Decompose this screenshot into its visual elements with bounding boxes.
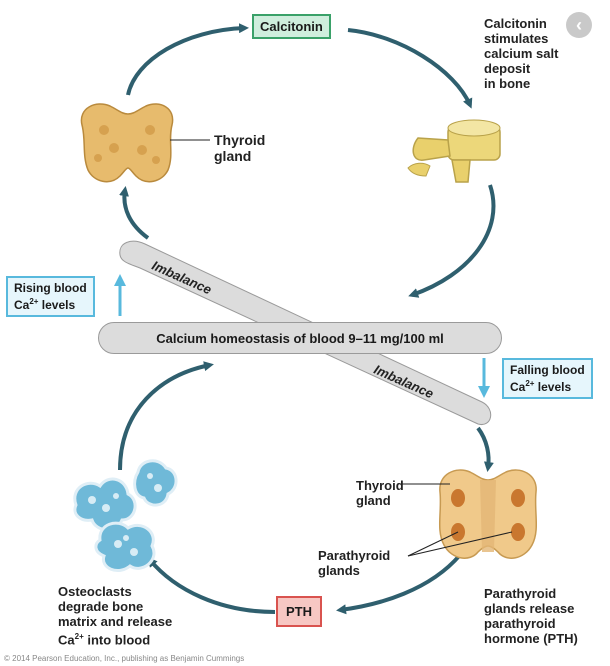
- arrow-parathyroid-to-pth: [336, 553, 462, 615]
- osteoclasts-line-4: Ca2+ into blood: [58, 632, 151, 648]
- falling-line-1: Falling blood: [510, 363, 585, 377]
- parathyroid-label: Parathyroid glands: [318, 548, 390, 578]
- back-button[interactable]: ‹: [566, 12, 592, 38]
- homeostasis-label: Calcium homeostasis of blood 9–11 mg/100…: [156, 330, 444, 346]
- parathyroid-leader-2: [407, 531, 513, 557]
- release-line-2: glands release: [484, 601, 575, 616]
- rising-line-2: Ca2+ levels: [14, 297, 76, 312]
- calcitonin-label: Calcitonin: [260, 19, 323, 34]
- calcitonin-box: Calcitonin: [252, 14, 331, 39]
- osteoclasts-line-1: Osteoclasts: [58, 584, 132, 599]
- arrow-thyroid-to-calcitonin: [126, 23, 249, 96]
- arrow-bone-to-homeostasis: [408, 184, 496, 298]
- calcitonin-action-line-2: stimulates: [484, 31, 549, 46]
- release-line-4: hormone (PTH): [484, 631, 578, 646]
- copyright-credit: © 2014 Pearson Education, Inc., publishi…: [4, 654, 245, 663]
- calcitonin-action-line-5: in bone: [484, 76, 531, 91]
- arrow-imbalance-to-parathyroid: [476, 426, 494, 472]
- pth-label: PTH: [286, 604, 312, 619]
- release-line-1: Parathyroid: [484, 586, 557, 601]
- arrow-calcitonin-to-bone: [347, 28, 473, 109]
- falling-line-2: Ca2+ levels: [510, 379, 572, 394]
- rising-line-1: Rising blood: [14, 281, 87, 295]
- osteoclasts-text: Osteoclasts degrade bone matrix and rele…: [58, 584, 172, 647]
- calcitonin-action-line-1: Calcitonin: [484, 16, 547, 31]
- bone-icon: [407, 119, 501, 183]
- thyroid-top-line-1: Thyroid: [214, 132, 266, 148]
- parathyroid-gland-icon: [438, 469, 538, 559]
- chevron-left-icon: ‹: [576, 15, 582, 35]
- homeostasis-bar: Calcium homeostasis of blood 9–11 mg/100…: [98, 322, 502, 354]
- falling-blood-box: Falling blood Ca2+ levels: [502, 358, 593, 399]
- thyroid-top-label: Thyroid gland: [214, 132, 265, 164]
- calcitonin-action-text: Calcitonin stimulates calcium salt depos…: [484, 16, 558, 91]
- parathyroid-release-text: Parathyroid glands release parathyroid h…: [484, 586, 578, 646]
- release-line-3: parathyroid: [484, 616, 556, 631]
- arrow-imbalance-to-thyroid: [119, 186, 150, 240]
- osteoclasts-line-2: degrade bone: [58, 599, 144, 614]
- thyroid-bottom-line-1: Thyroid: [356, 478, 404, 493]
- thyroid-bottom-line-2: gland: [356, 493, 391, 508]
- pth-box: PTH: [276, 596, 322, 627]
- thyroid-top-line-2: gland: [214, 148, 252, 164]
- osteoclast-cells-icon: [73, 459, 178, 572]
- arrow-pth-to-osteoclasts: [147, 556, 276, 614]
- osteoclasts-line-3: matrix and release: [58, 614, 173, 629]
- thyroid-bottom-label: Thyroid gland: [356, 478, 404, 508]
- arrow-osteoclasts-to-homeostasis: [118, 361, 214, 471]
- parathyroid-line-1: Parathyroid: [318, 548, 391, 563]
- rising-blood-box: Rising blood Ca2+ levels: [6, 276, 95, 317]
- calcitonin-action-line-4: deposit: [484, 61, 531, 76]
- thyroid-gland-icon: [80, 103, 174, 183]
- calcitonin-action-line-3: calcium salt: [484, 46, 559, 61]
- parathyroid-leader-1: [407, 531, 459, 557]
- parathyroid-line-2: glands: [318, 563, 360, 578]
